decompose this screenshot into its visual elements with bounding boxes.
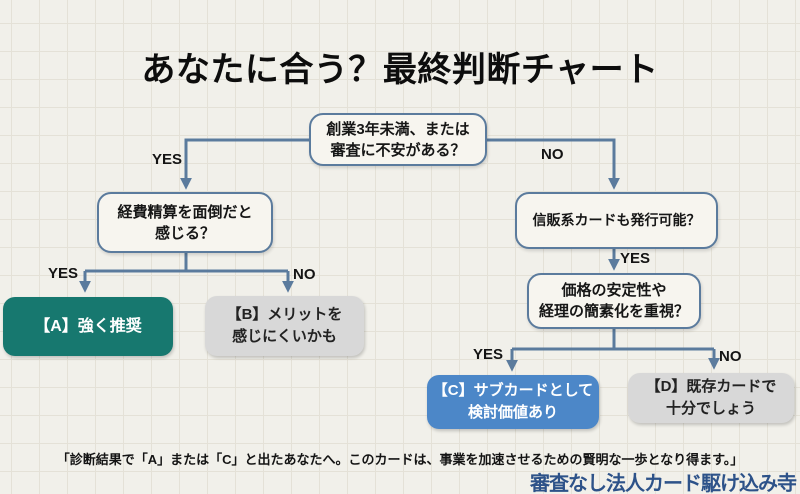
question-text-line: 経理の簡素化を重視？	[538, 303, 689, 320]
branch-label-yes: YES	[620, 250, 651, 267]
branch-label-yes: YES	[473, 346, 504, 363]
question-node-shinpan-card: 信販系カードも発行可能？	[515, 192, 718, 249]
result-text-line: 【C】サブカードとして	[432, 382, 594, 400]
question-node-founding: 創業3年未満、または 審査に不安がある？	[309, 113, 487, 166]
question-text-line: 感じる？	[154, 224, 215, 242]
site-watermark: 審査なし法人カード駆け込み寺	[530, 473, 797, 494]
question-node-expense: 経費精算を面倒だと 感じる？	[97, 192, 273, 253]
branch-label-no: NO	[293, 266, 316, 283]
question-text-line: 創業3年未満、または	[326, 120, 470, 138]
question-text-line: 審査に不安がある？	[330, 141, 466, 159]
result-text-line: 十分でしょう	[665, 400, 756, 417]
diagnosis-note-text: 「診断結果で「A」または「C」と出たあなたへ。このカードは、事業を加速させるため…	[56, 452, 744, 467]
result-text-line: 検討価値あり	[467, 404, 558, 421]
branch-label-no: NO	[719, 348, 742, 365]
result-text-line: 【A】強く推奨	[34, 317, 142, 335]
connector-price-split	[512, 329, 714, 351]
question-text-line: 経費精算を面倒だと	[117, 203, 253, 221]
connector-expense-split	[85, 253, 288, 273]
branch-label-yes: YES	[152, 151, 183, 168]
question-text-line: 価格の安定性や	[561, 282, 667, 299]
result-text-line: 感じにくいかも	[232, 328, 337, 345]
page-title: あなたに合う？最終判断チャート	[141, 51, 659, 89]
result-node-b-little-merit: 【B】メリットを 感じにくいかも	[205, 296, 364, 356]
result-node-c-subcard-worth-considering: 【C】サブカードとして 検討価値あり	[427, 375, 599, 429]
branch-label-no: NO	[541, 146, 564, 163]
result-text-line: 【B】メリットを	[226, 306, 343, 324]
connector-start-yes	[180, 138, 310, 190]
question-node-price-stability: 価格の安定性や 経理の簡素化を重視？	[527, 273, 701, 329]
branch-label-yes: YES	[48, 265, 79, 282]
result-node-d-existing-card-enough: 【D】既存カードで 十分でしょう	[628, 373, 794, 423]
question-text-line: 信販系カードも発行可能？	[532, 211, 701, 228]
result-node-a-strongly-recommended: 【A】強く推奨	[3, 297, 173, 356]
result-text-line: 【D】既存カードで	[645, 378, 777, 396]
